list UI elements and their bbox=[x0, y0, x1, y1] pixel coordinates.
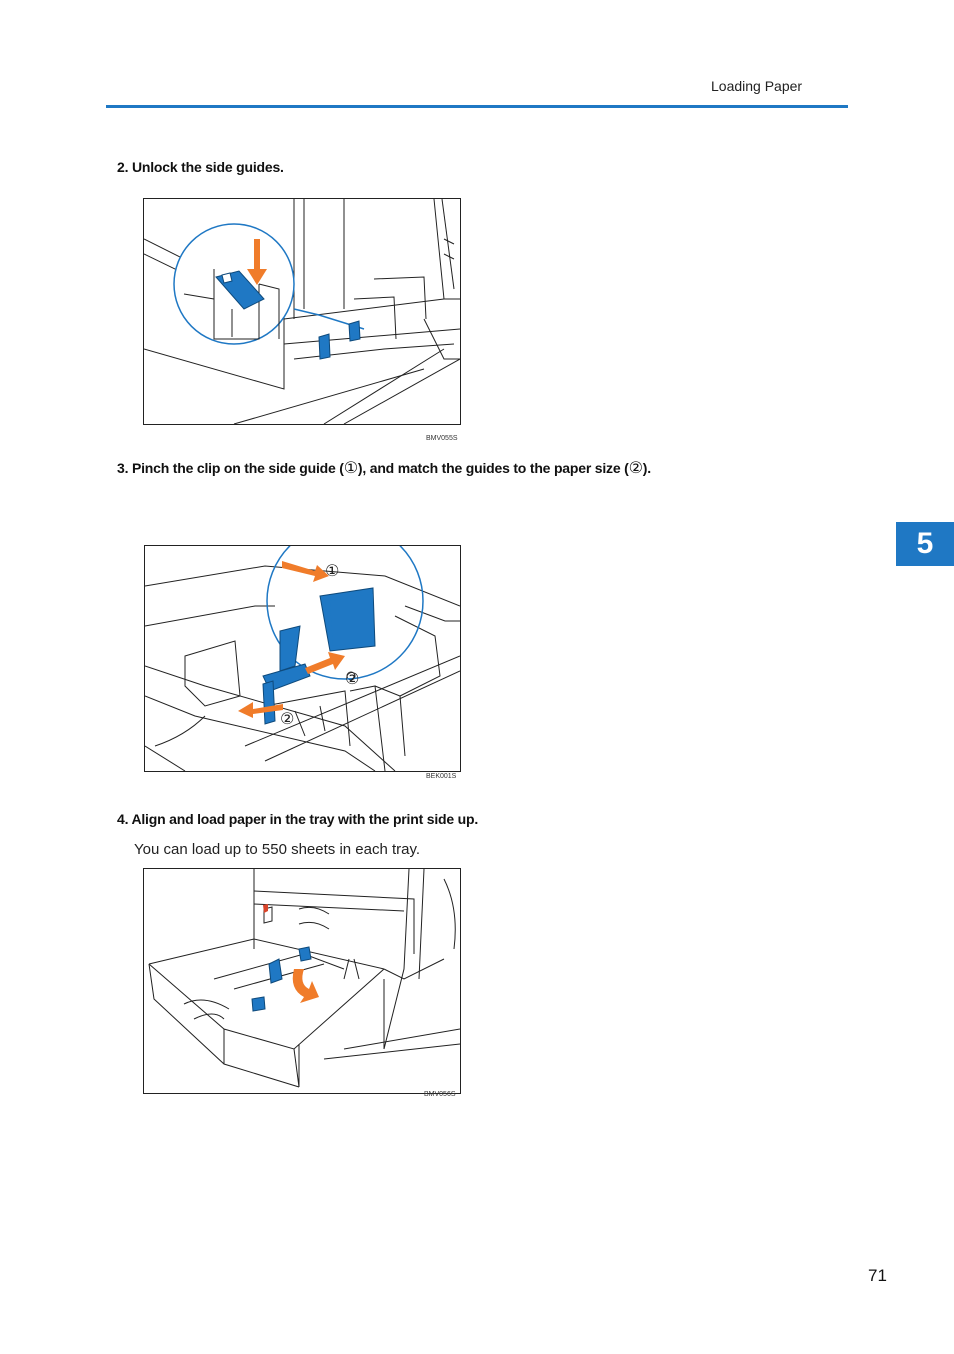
callout-1: ① bbox=[325, 561, 339, 580]
step-3-heading: 3. Pinch the clip on the side guide (①),… bbox=[117, 458, 651, 477]
figure-code: BMV056S bbox=[424, 1091, 456, 1098]
figure-code: BEK001S bbox=[426, 773, 457, 780]
chapter-tab: 5 bbox=[896, 522, 954, 566]
callout-2b: ② bbox=[280, 709, 294, 728]
callout-2a: ② bbox=[345, 669, 359, 688]
figure-unlock-side-guides bbox=[143, 198, 461, 425]
illustration-tray bbox=[148, 869, 460, 1088]
step-2-heading: 2. Unlock the side guides. bbox=[117, 159, 284, 175]
running-header-title: Loading Paper bbox=[711, 78, 803, 94]
figure-code: BMV055S bbox=[426, 435, 458, 442]
page-number: 71 bbox=[868, 1266, 887, 1285]
step-4-note: You can load up to 550 sheets in each tr… bbox=[134, 841, 421, 858]
step-4-heading: 4. Align and load paper in the tray with… bbox=[117, 811, 479, 827]
figure-load-paper bbox=[143, 868, 461, 1094]
illustration-unlock bbox=[144, 199, 460, 424]
figure-match-guides: ① ② ② bbox=[144, 545, 461, 772]
step-3-marker-1: ① bbox=[343, 458, 358, 477]
header-rule bbox=[106, 105, 848, 108]
step-3-text-c: ). bbox=[642, 460, 651, 476]
step-3-text-a: 3. Pinch the clip on the side guide ( bbox=[117, 460, 344, 476]
step-3-marker-2: ② bbox=[628, 458, 643, 477]
step-3-text-b: ), and match the guides to the paper siz… bbox=[357, 460, 629, 476]
illustration-side-guide: ① ② ② bbox=[145, 546, 460, 771]
